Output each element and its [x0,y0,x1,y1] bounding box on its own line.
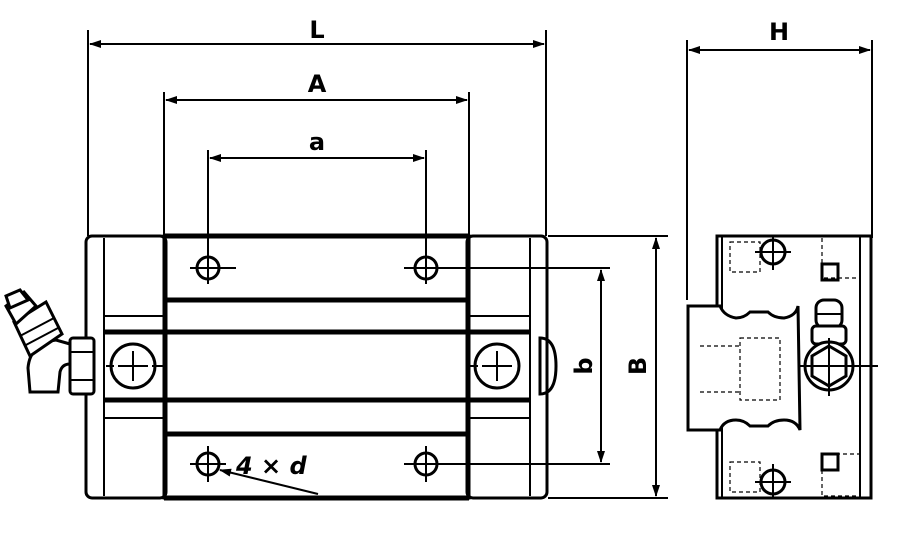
side-notch-bottom [820,452,840,472]
side-grease-nipple [800,298,878,396]
rail-bolt-hole [739,337,781,401]
hidden-feature-1 [729,241,761,273]
mounting-hole-top-left [190,250,236,284]
dimension-label-H: H [769,18,789,46]
hidden-feature-3 [821,235,861,279]
rail-profile [686,304,802,432]
side-hole-top [755,236,791,270]
side-view: H [686,18,878,500]
end-screw-right [469,342,521,390]
dimension-label-B: B [624,357,652,375]
side-hole-bottom [755,464,791,498]
dimension-label-A: A [308,70,327,98]
hole-callout-label: 4 × d [235,452,308,480]
hidden-feature-2 [729,461,761,493]
mounting-hole-bottom-right [404,446,610,482]
dimension-label-a: a [309,128,325,156]
mounting-hole-top-right [404,250,610,284]
dimension-label-b: b [570,357,598,374]
end-screw-left [106,342,164,390]
hidden-feature-4 [821,453,861,497]
end-plug [538,336,558,396]
side-notch-top [820,262,840,282]
mounting-hole-bottom-left [190,446,226,482]
grease-nipple [4,288,96,396]
front-view: L A a [4,16,668,501]
dimension-label-L: L [309,16,324,44]
hole-leader-line [219,468,319,495]
right-end-cap [465,234,549,500]
